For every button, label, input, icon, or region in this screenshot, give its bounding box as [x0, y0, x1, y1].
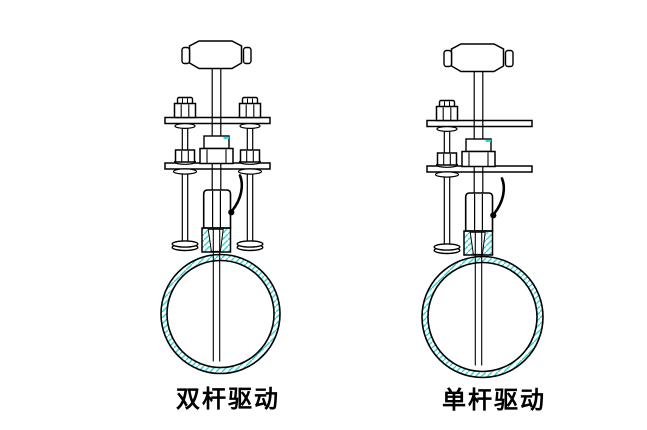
sensor-head-body — [188, 40, 243, 70]
valve-body — [202, 189, 232, 229]
head-tab-left — [443, 49, 453, 68]
hex-nut — [174, 149, 196, 163]
handle-ball-joint — [490, 212, 497, 219]
hex-nut — [239, 149, 261, 163]
hex-nut — [436, 152, 458, 166]
sensor-stem — [473, 71, 484, 193]
insert-channel — [207, 228, 224, 252]
washer — [436, 125, 458, 132]
drive-rod-left — [171, 121, 199, 252]
stem-lower — [212, 229, 221, 362]
head-tab-right — [242, 46, 252, 65]
rod-foot — [433, 243, 461, 251]
clamp-bolt-left — [172, 96, 198, 175]
bolt-hex-head — [435, 105, 459, 122]
washer — [239, 122, 261, 129]
pipe-ring — [160, 253, 281, 375]
assembly-single-rod-drive — [421, 43, 544, 379]
valve-body — [464, 192, 494, 232]
ball-valve-body — [464, 177, 506, 232]
clamp-bolt-right — [237, 96, 263, 175]
assembly-dual-rod-drive — [160, 40, 281, 375]
insert-channel — [469, 231, 486, 255]
valve-lever-handle — [493, 177, 506, 215]
sensor-stem — [211, 68, 222, 190]
bolt-hex-head — [173, 102, 197, 119]
stem-lower — [474, 232, 483, 366]
sensor-head — [443, 43, 514, 73]
caption-dual-rod-drive: 双杆驱动 — [176, 387, 280, 413]
rod-foot — [236, 240, 264, 248]
insert-fitting — [201, 227, 232, 253]
gland-hex — [199, 147, 234, 165]
washer — [172, 168, 198, 175]
pipe-ring — [421, 255, 544, 379]
gland-hex — [461, 150, 496, 168]
packing-gland — [461, 138, 496, 168]
mounting-plate-upper — [426, 119, 533, 128]
ball-valve-body — [202, 174, 244, 229]
caption-single-rod-drive: 单杆驱动 — [442, 388, 546, 414]
packing-gland — [199, 135, 234, 165]
rod-foot — [171, 240, 199, 248]
mounting-plate-upper — [164, 116, 271, 125]
insert-fitting — [463, 230, 494, 256]
washer — [237, 168, 263, 175]
head-tab-right — [504, 49, 514, 68]
drive-rod-left — [433, 124, 461, 255]
washer — [434, 171, 460, 178]
handle-ball-joint — [228, 209, 235, 216]
head-tab-left — [181, 46, 191, 65]
sensor-head — [181, 40, 252, 70]
clamp-bolt-left — [434, 99, 460, 178]
drive-rod-right — [236, 121, 264, 252]
valve-lever-handle — [231, 174, 244, 212]
sensor-head-body — [450, 43, 505, 73]
bolt-hex-head — [238, 102, 262, 119]
washer — [174, 122, 196, 129]
